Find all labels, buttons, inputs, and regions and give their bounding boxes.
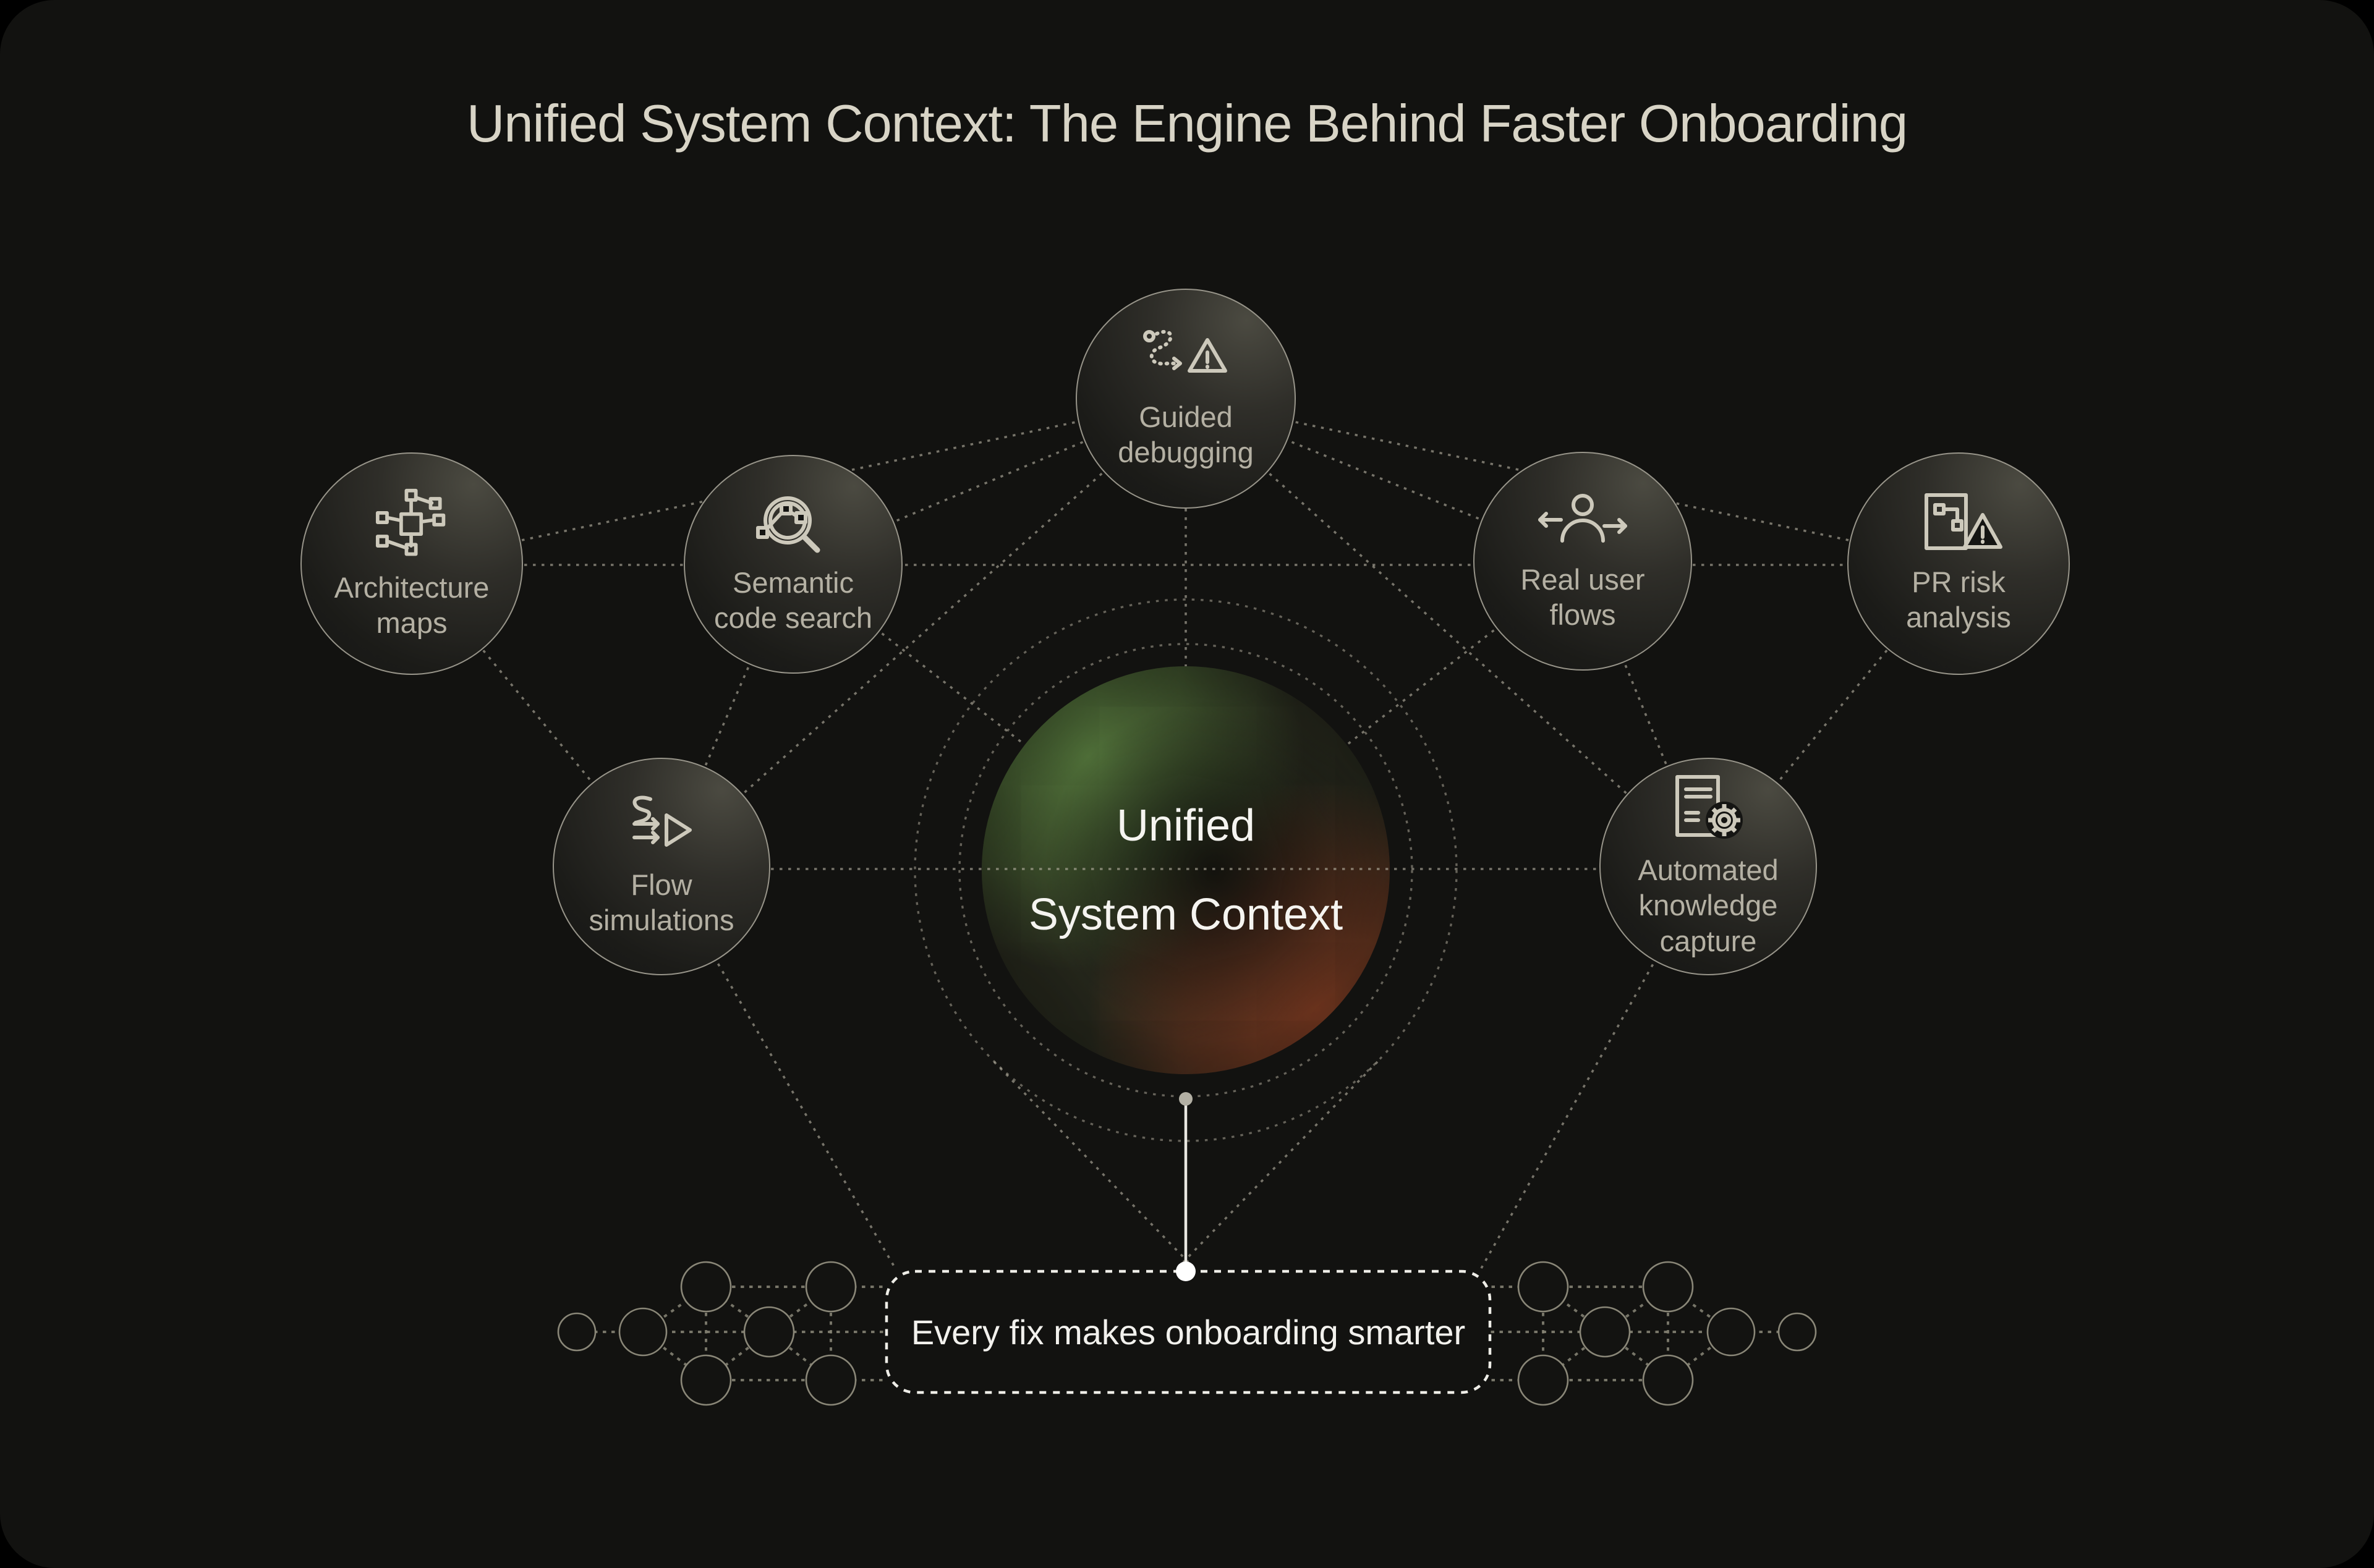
satellite-label: Guided debugging <box>1118 400 1254 468</box>
center-title-line1: Unified <box>1116 801 1256 850</box>
central-node-unified-system-context: Unified System Context <box>982 666 1390 1074</box>
node-map-icon <box>375 488 446 556</box>
satellite-real-user-flows: Real user flows <box>1473 452 1692 671</box>
flow-play-icon <box>632 795 692 847</box>
user-arrows-icon <box>1538 493 1627 543</box>
network-node <box>618 1307 668 1357</box>
right-network <box>1490 1261 1817 1406</box>
document-gear-icon <box>1675 775 1743 839</box>
connector-dot-large <box>1176 1261 1196 1281</box>
network-node <box>1706 1307 1756 1357</box>
satellite-semantic-code-search: Semantic code search <box>684 455 903 674</box>
search-nodes-icon <box>756 496 820 553</box>
satellite-guided-debugging: Guided debugging <box>1076 289 1296 509</box>
orbit-rings <box>914 598 1458 1142</box>
network-node <box>1642 1354 1694 1406</box>
network-node <box>557 1312 597 1352</box>
network-node <box>743 1306 795 1358</box>
satellite-label: Architecture maps <box>334 570 490 639</box>
satellite-flow-simulations: Flow simulations <box>553 758 770 975</box>
network-node <box>805 1261 857 1313</box>
satellite-label: Automated knowledge capture <box>1638 854 1779 957</box>
left-network <box>557 1261 887 1406</box>
satellite-label: Real user flows <box>1520 562 1645 631</box>
network-node <box>1642 1261 1694 1313</box>
satellite-label: PR risk analysis <box>1906 565 2011 634</box>
network-node <box>1517 1261 1569 1313</box>
network-node <box>680 1354 732 1406</box>
network-node <box>1579 1306 1631 1358</box>
page-title: Unified System Context: The Engine Behin… <box>466 95 1908 153</box>
satellite-label: Semantic code search <box>713 566 873 634</box>
satellite-architecture-maps: Architecture maps <box>300 452 523 675</box>
satellite-pr-risk-analysis: PR risk analysis <box>1847 452 2070 675</box>
connector-dot-small <box>1179 1092 1193 1106</box>
center-title-line2: System Context <box>1028 890 1343 939</box>
document-warning-icon <box>1925 493 2002 550</box>
route-warning-icon <box>1143 329 1227 373</box>
network-node <box>1517 1354 1569 1406</box>
satellite-label: Flow simulations <box>589 868 734 936</box>
banner-text: Every fix makes onboarding smarter <box>911 1312 1466 1352</box>
center-connector <box>1179 1092 1193 1267</box>
network-node <box>805 1354 857 1406</box>
network-node <box>680 1261 732 1313</box>
satellite-automated-knowledge-capture: Automated knowledge capture <box>1599 758 1817 975</box>
network-node <box>1777 1312 1817 1352</box>
